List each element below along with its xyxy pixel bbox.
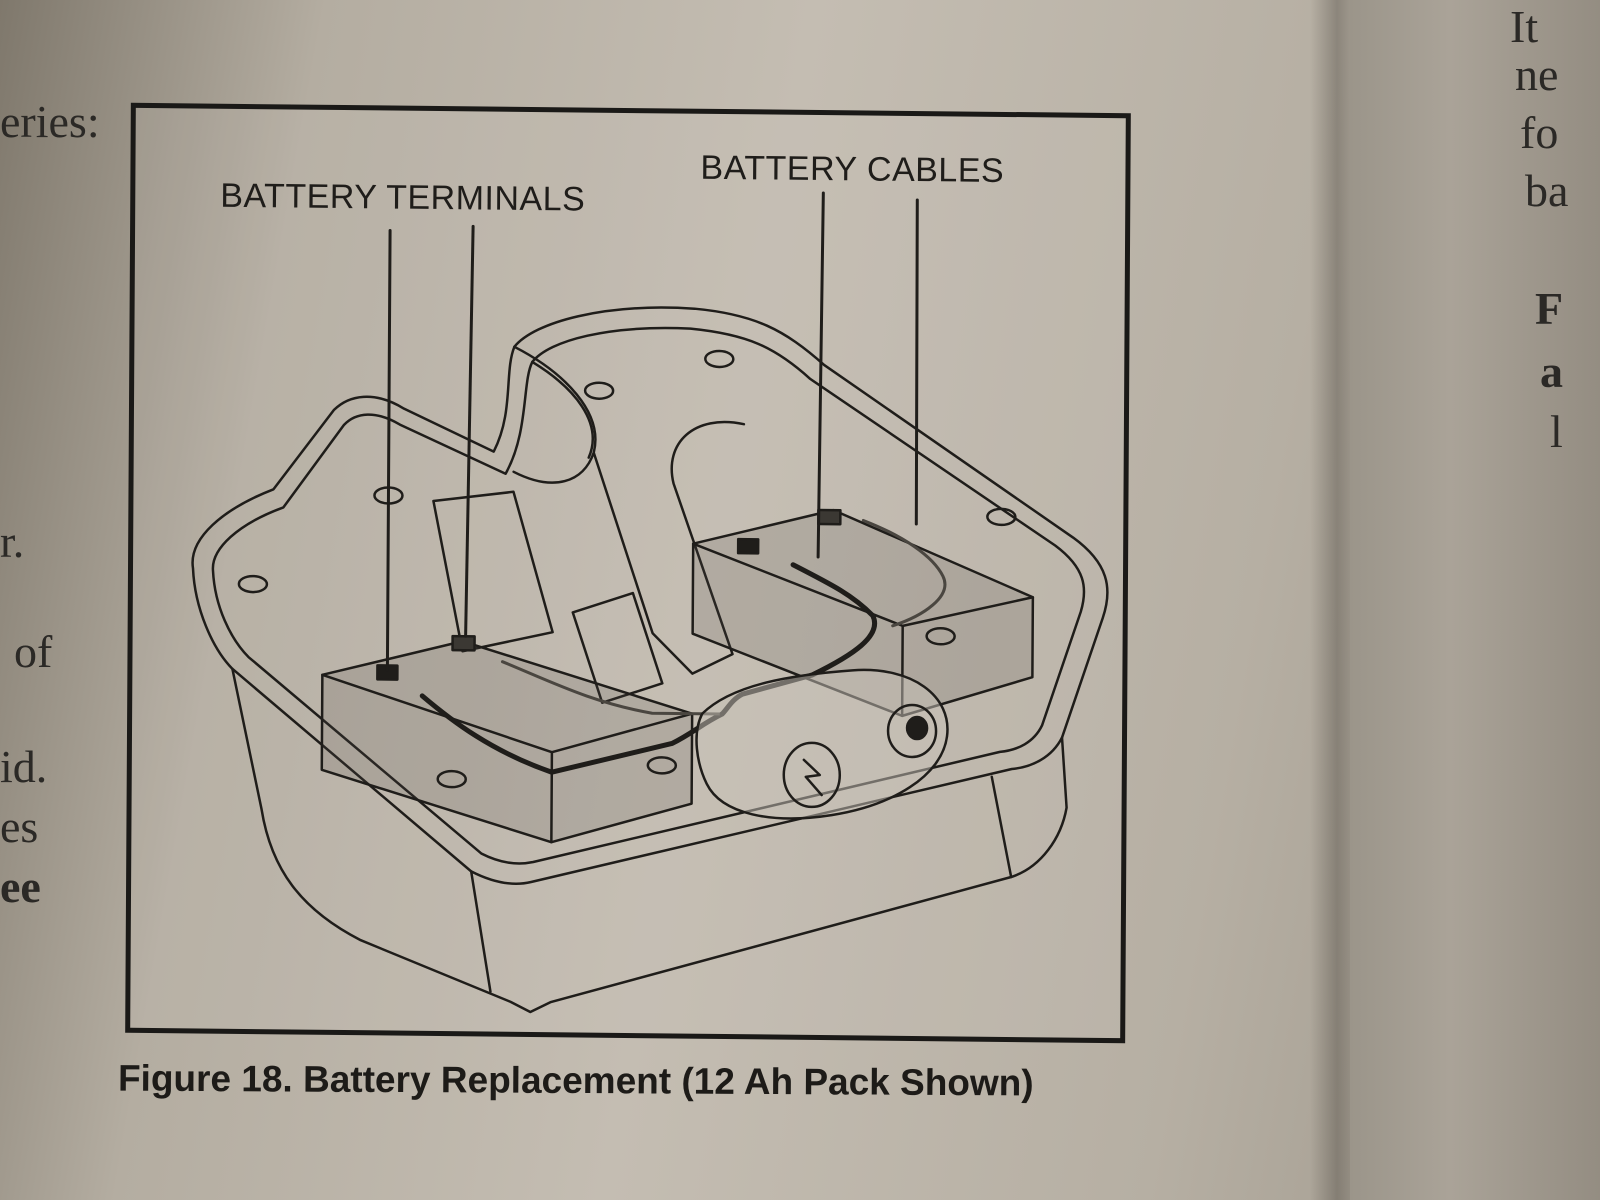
leader-line bbox=[914, 198, 919, 526]
leader-line bbox=[464, 224, 475, 638]
left-text-fragment: eries: bbox=[0, 96, 100, 147]
right-text-fragment: It bbox=[1510, 1, 1539, 52]
power-symbol bbox=[782, 741, 842, 809]
leader-line bbox=[816, 191, 825, 559]
battery-cable bbox=[861, 518, 947, 628]
right-text-fragment: F bbox=[1535, 283, 1564, 334]
left-text-fragment: es bbox=[0, 801, 39, 852]
partition bbox=[432, 490, 554, 653]
battery-pack-illustration bbox=[191, 191, 1109, 1014]
mount-post bbox=[436, 769, 467, 789]
figure-frame: BATTERY TERMINALS BATTERY CABLES bbox=[125, 102, 1131, 1044]
mount-post bbox=[986, 507, 1017, 527]
handle bbox=[512, 345, 597, 484]
left-text-fragment: r. bbox=[0, 516, 25, 567]
handle-stem bbox=[592, 420, 746, 675]
mount-post bbox=[925, 627, 956, 646]
right-text-fragment: a bbox=[1540, 346, 1563, 397]
leader-line bbox=[385, 229, 392, 672]
housing-body-line bbox=[990, 775, 1013, 879]
right-page bbox=[1350, 0, 1600, 1200]
right-text-fragment: ne bbox=[1515, 49, 1559, 100]
right-text-fragment: l bbox=[1550, 406, 1563, 457]
housing-rim bbox=[191, 306, 1109, 886]
label-battery-cables: BATTERY CABLES bbox=[700, 148, 1005, 190]
left-text-fragment: of bbox=[14, 626, 53, 677]
label-battery-terminals: BATTERY TERMINALS bbox=[220, 176, 586, 219]
right-text-fragment: fo bbox=[1520, 107, 1559, 158]
terminal-right-1 bbox=[736, 537, 760, 555]
housing-inner-rim bbox=[211, 326, 1086, 865]
housing-body bbox=[231, 667, 1068, 1014]
figure-caption: Figure 18. Battery Replacement (12 Ah Pa… bbox=[117, 1057, 1034, 1104]
mount-post bbox=[646, 756, 678, 775]
left-text-fragment: id. bbox=[0, 741, 48, 792]
housing-body-line bbox=[469, 870, 492, 993]
left-text-fragment: ee bbox=[0, 861, 41, 912]
connector-knob bbox=[886, 703, 938, 759]
mount-post bbox=[704, 349, 735, 369]
terminal-right-2 bbox=[817, 508, 842, 526]
battery-left-edge bbox=[550, 750, 554, 844]
partition-slot bbox=[571, 591, 664, 704]
connector-knob-center bbox=[905, 715, 929, 741]
mount-post bbox=[237, 574, 269, 594]
power-symbol-bolt bbox=[802, 758, 823, 797]
battery-cable bbox=[500, 660, 724, 716]
right-text-fragment: ba bbox=[1525, 165, 1569, 216]
terminal-left-2 bbox=[451, 634, 476, 652]
mount-post bbox=[583, 381, 615, 400]
handle-inner bbox=[531, 360, 594, 459]
